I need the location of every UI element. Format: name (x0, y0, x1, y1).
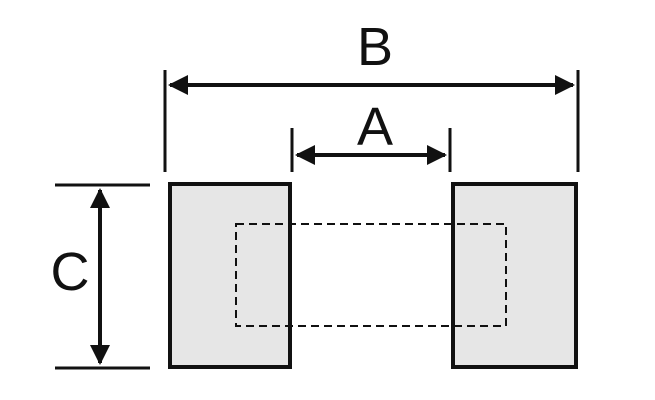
right-pad (451, 182, 578, 369)
label-b: B (357, 17, 393, 77)
component-outline-dashed (235, 223, 507, 327)
label-a: A (357, 97, 393, 157)
left-pad (168, 182, 292, 369)
label-c: C (51, 242, 90, 302)
